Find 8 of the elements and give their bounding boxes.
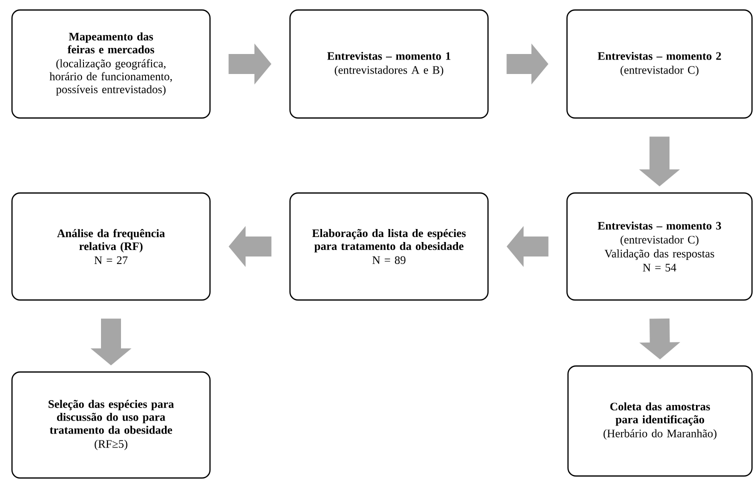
process-box: Análise da frequência relativa (RF) N = 27 bbox=[11, 192, 211, 301]
process-box: Entrevistas – momento 2 (entrevistador C) bbox=[566, 9, 753, 119]
process-box: Entrevistas – momento 3 (entrevistador C) Validação das respostas N = 54 bbox=[566, 192, 753, 301]
process-box: Entrevistas – momento 1 (entrevistadores A e B) bbox=[289, 9, 489, 119]
process-box: Mapeamento das feiras e mercados (localização geográfica, horário de funcionamento, possíveis entrevistados) bbox=[11, 9, 211, 119]
process-box: Elaboração da lista de espécies para tratamento da obesidade N = 89 bbox=[289, 192, 489, 301]
process-box: Coleta das amostras para identificação (Herbário do Maranhão) bbox=[567, 365, 753, 477]
process-box: Seleção das espécies para discussão do uso para tratamento da obesidade (RF≥5) bbox=[11, 371, 211, 479]
